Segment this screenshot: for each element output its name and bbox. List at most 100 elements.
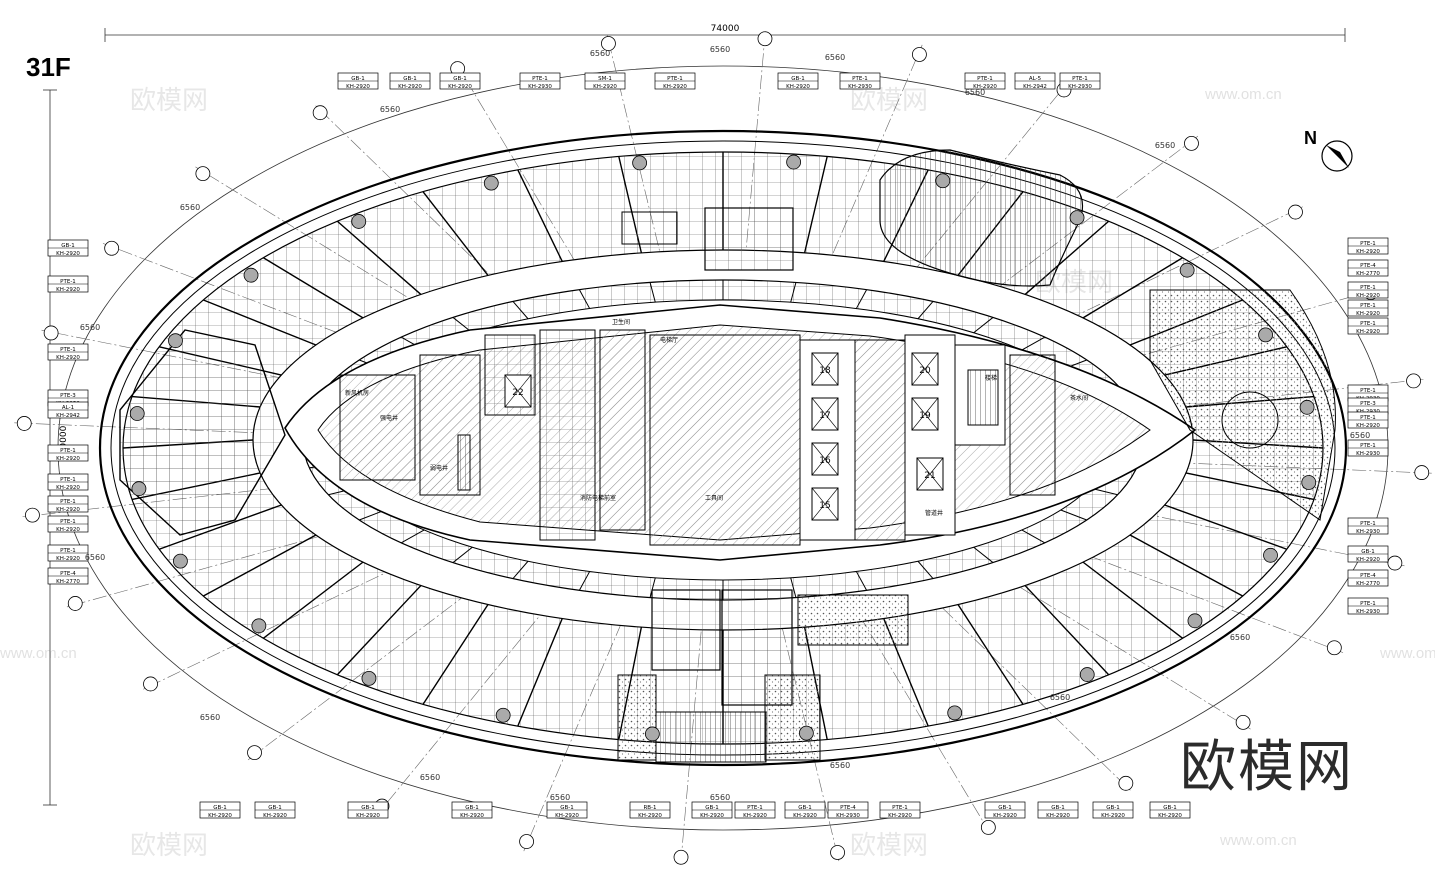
- office-partition: [422, 604, 489, 705]
- inner-partition: [917, 560, 934, 579]
- axis-line: [984, 515, 1344, 653]
- inner-partition: [452, 546, 473, 563]
- elevator-number: 16: [819, 456, 831, 466]
- tag-code: GB-1: [403, 76, 417, 82]
- tag-code: PTE-1: [60, 279, 76, 285]
- tag-code: GB-1: [1106, 805, 1120, 811]
- tag-code: PTE-1: [60, 448, 76, 454]
- axis-bubble: [1235, 714, 1251, 730]
- office-partition: [262, 561, 364, 639]
- material-tags: GB-1KH-2920GB-1KH-2920GB-1KH-2920PTE-1KH…: [47, 72, 1389, 819]
- structural-column: [644, 726, 660, 742]
- elevator-number: 20: [919, 366, 931, 376]
- tag-code: PTE-1: [1360, 285, 1376, 291]
- atrium-void: [1149, 289, 1336, 521]
- office-partition: [957, 604, 1024, 705]
- tag-subcode: KH-2920: [56, 507, 80, 513]
- office-partition: [336, 220, 422, 295]
- atrium-feature: [1221, 391, 1279, 449]
- elevator-number: 18: [819, 366, 831, 376]
- tag-subcode: KH-2930: [1356, 451, 1380, 457]
- material-tag: PTE-4KH-2770: [47, 567, 89, 585]
- tag-subcode: KH-2920: [208, 813, 232, 819]
- elevator-car: 21: [916, 457, 944, 491]
- tag-code: GB-1: [798, 805, 812, 811]
- material-tag: PTE-1KH-2920: [1347, 299, 1389, 317]
- structural-column: [495, 707, 511, 723]
- office-partition: [158, 504, 282, 550]
- south-entrance-room-left: [651, 589, 721, 671]
- material-tag: PTE-1KH-2920: [47, 275, 89, 293]
- tag-code: PTE-1: [892, 805, 908, 811]
- tag-subcode: KH-2920: [448, 84, 472, 90]
- watermark-url: www.om.cn: [1220, 832, 1297, 849]
- tag-subcode: KH-2920: [460, 813, 484, 819]
- room-label: 弱电井: [430, 464, 448, 472]
- tag-subcode: KH-2930: [1356, 609, 1380, 615]
- material-tag: PTE-1KH-2920: [1347, 281, 1389, 299]
- bay-dimension: 6560: [80, 323, 100, 332]
- elevator-car: 19: [911, 397, 939, 431]
- inner-partition: [855, 571, 868, 591]
- material-tag: PTE-1KH-2920: [47, 473, 89, 491]
- watermark-text: 欧模网: [850, 86, 929, 116]
- tag-subcode: KH-2920: [346, 84, 370, 90]
- tag-code: PTE-1: [60, 548, 76, 554]
- watermark-text: 欧模网: [1035, 268, 1114, 298]
- material-tag: PTE-1KH-2930: [1347, 439, 1389, 457]
- material-tag: PTE-1KH-2930: [1059, 72, 1101, 90]
- axis-bubble: [1184, 135, 1199, 151]
- axis-bubble: [1406, 373, 1421, 389]
- tag-subcode: KH-2920: [700, 813, 724, 819]
- tag-subcode: KH-2930: [848, 84, 872, 90]
- material-tag: PTE-1KH-2920: [1347, 411, 1389, 429]
- elevator-car: 20: [911, 352, 939, 386]
- material-tag: GB-1KH-2920: [777, 72, 819, 90]
- tag-subcode: KH-2920: [793, 813, 817, 819]
- material-tag: GB-1KH-2920: [1347, 545, 1389, 563]
- tag-code: GB-1: [61, 243, 75, 249]
- elevator-bank: 1817161520192122卫生间电梯厅工具间新风机房强电井弱电井楼梯茶水间…: [345, 318, 1088, 521]
- tag-subcode: KH-2920: [663, 84, 687, 90]
- structural-column: [1258, 327, 1273, 343]
- material-tag: RB-1KH-2920: [629, 801, 671, 819]
- tag-subcode: KH-2920: [993, 813, 1017, 819]
- material-tag: GB-1KH-2920: [337, 72, 379, 90]
- bay-dimension: 6560: [590, 49, 610, 58]
- material-tag: AL-5KH-2942: [1014, 72, 1056, 90]
- elevator-number: 15: [819, 501, 830, 511]
- material-tag: PTE-1KH-2920: [879, 801, 921, 819]
- structural-column: [243, 267, 259, 283]
- tag-subcode: KH-2920: [56, 355, 80, 361]
- tag-subcode: KH-2920: [593, 84, 617, 90]
- material-tag: PTE-1KH-2920: [47, 515, 89, 533]
- tag-code: PTE-3: [1360, 401, 1376, 407]
- tag-code: GB-1: [998, 805, 1012, 811]
- material-tag: GB-1KH-2920: [439, 72, 481, 90]
- axis-bubble: [519, 834, 534, 849]
- material-tag: PTE-1KH-2930: [1347, 517, 1389, 535]
- axis-bubble: [601, 36, 616, 51]
- structural-column: [632, 155, 648, 171]
- bay-dimension: 6560: [85, 553, 105, 562]
- office-partition: [1082, 257, 1183, 319]
- bay-dimension: 6560: [710, 45, 730, 54]
- tag-code: PTE-1: [60, 519, 76, 525]
- inner-partition: [1021, 336, 1045, 351]
- tag-code: GB-1: [213, 805, 227, 811]
- inner-partition: [1060, 509, 1087, 521]
- tag-code: PTE-4: [1360, 263, 1376, 269]
- bay-dimension: 6560: [1350, 431, 1370, 440]
- tag-subcode: KH-2920: [1158, 813, 1182, 819]
- room-label: 消防电梯前室: [580, 494, 616, 502]
- material-tag: GB-1KH-2920: [347, 801, 389, 819]
- tag-subcode: KH-2920: [56, 527, 80, 533]
- tag-code: PTE-1: [60, 477, 76, 483]
- tag-code: PTE-1: [977, 76, 993, 82]
- tag-code: GB-1: [560, 805, 574, 811]
- room-label: 新风机房: [345, 389, 369, 397]
- structural-column: [251, 618, 267, 634]
- tag-code: SM-1: [598, 76, 612, 82]
- office-partition: [336, 585, 422, 676]
